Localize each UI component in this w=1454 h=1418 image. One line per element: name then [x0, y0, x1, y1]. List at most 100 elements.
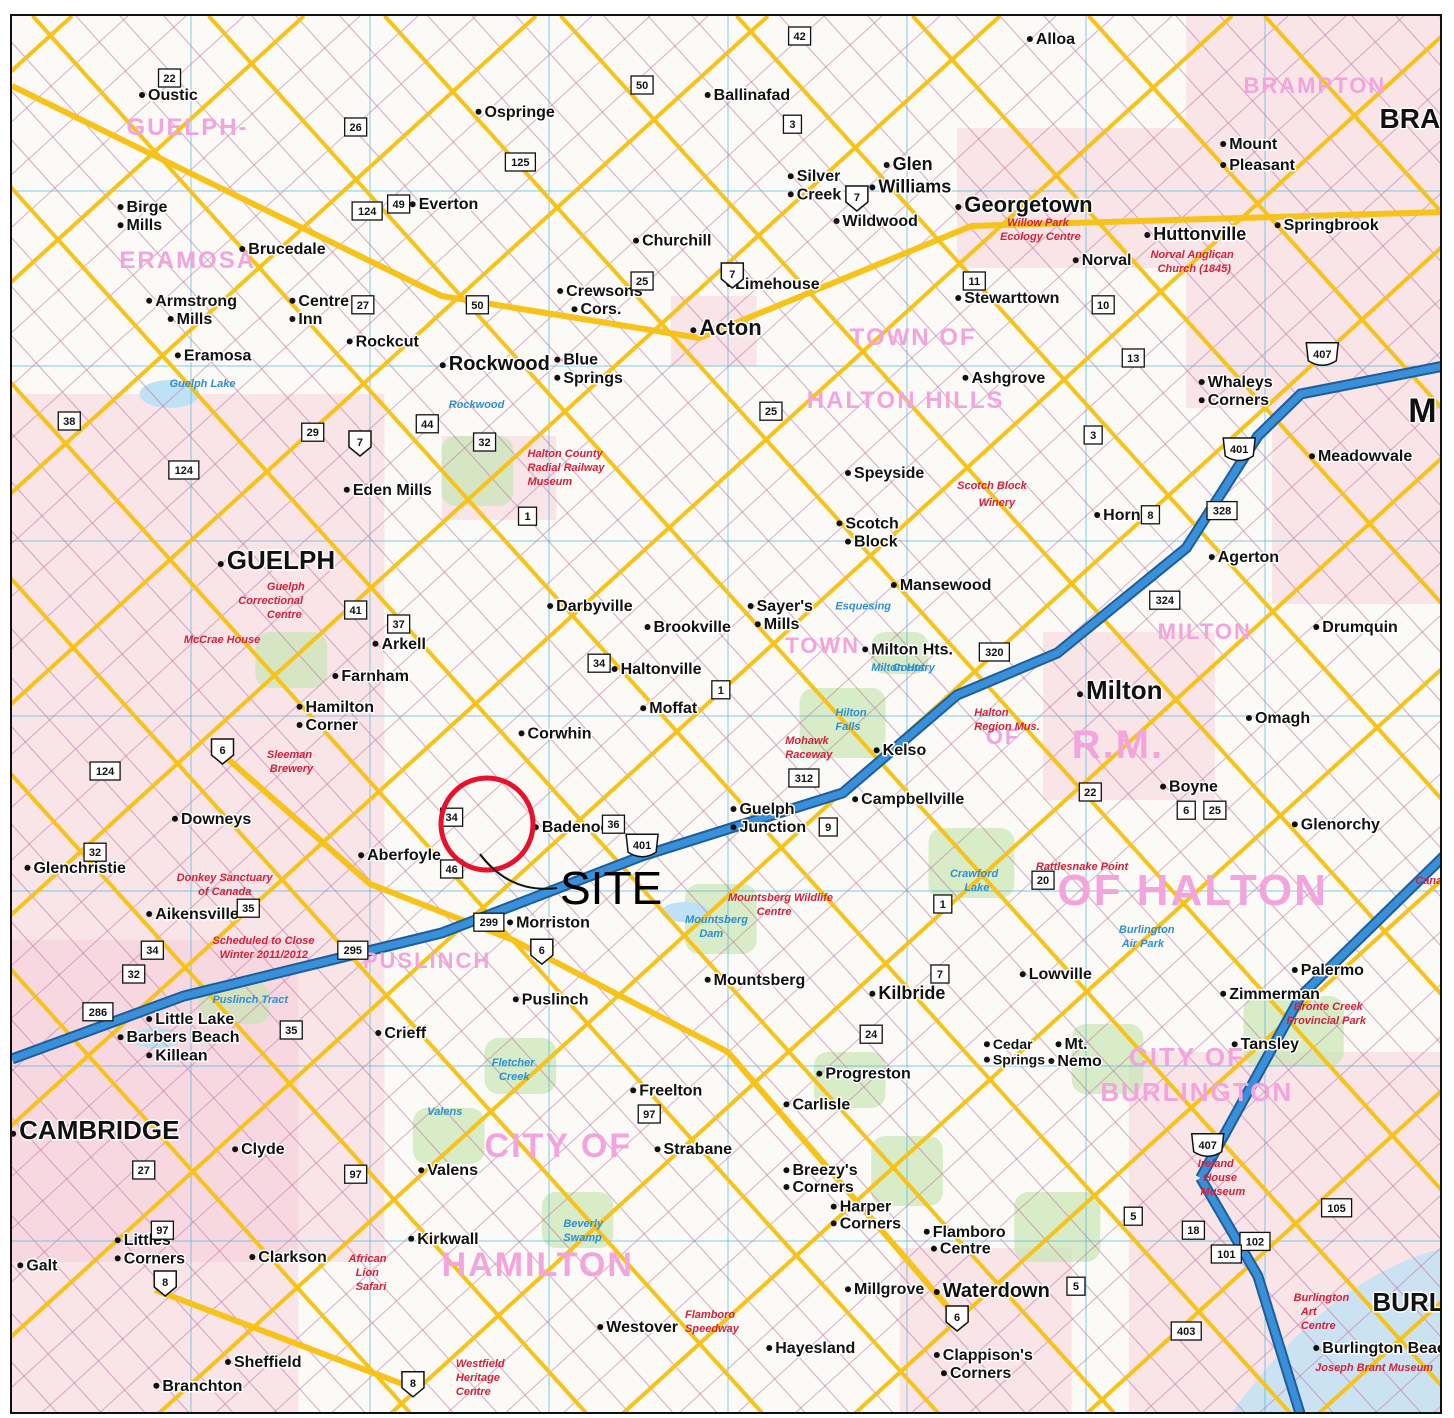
place-label[interactable]: Huttonville — [1153, 224, 1246, 244]
place-label[interactable]: Agerton — [1218, 549, 1279, 566]
place-label[interactable]: Omagh — [1255, 710, 1310, 727]
place-label[interactable]: Churchill — [642, 233, 711, 250]
place-label[interactable]: Rockwood — [449, 353, 550, 375]
place-label[interactable]: Acton — [699, 315, 761, 340]
place-label[interactable]: Glenorchy — [1301, 816, 1380, 833]
place-label[interactable]: Kelso — [883, 742, 927, 759]
place-label[interactable]: Pleasant — [1229, 157, 1295, 174]
place-label[interactable]: Puslinch — [522, 991, 589, 1008]
place-label[interactable]: Glen — [893, 154, 933, 174]
place-label[interactable]: Progreston — [825, 1066, 910, 1083]
place-label[interactable]: Kilbride — [878, 983, 945, 1003]
place-label[interactable]: Haltonville — [621, 661, 702, 678]
place-label[interactable]: Moffat — [649, 700, 698, 717]
place-label[interactable]: Harper — [840, 1199, 892, 1216]
place-label[interactable]: Centre — [940, 1241, 991, 1258]
place-label[interactable]: Campbellville — [861, 791, 964, 808]
place-label[interactable]: GUELPH — [227, 545, 335, 575]
place-label[interactable]: Rockcut — [356, 333, 420, 350]
place-label[interactable]: Meadowvale — [1318, 448, 1412, 465]
place-label[interactable]: Corners — [840, 1215, 901, 1232]
place-label[interactable]: Freelton — [639, 1082, 702, 1099]
place-label[interactable]: Whaleys — [1208, 374, 1273, 391]
city-label[interactable]: BRA — [1380, 103, 1441, 134]
place-label[interactable]: Junction — [739, 819, 806, 836]
place-label[interactable]: Clyde — [241, 1141, 285, 1158]
place-label[interactable]: Flamboro — [933, 1224, 1006, 1241]
place-label[interactable]: Mount — [1229, 136, 1278, 153]
place-label[interactable]: Hayesland — [775, 1340, 855, 1357]
place-label[interactable]: Sayer's — [757, 598, 813, 615]
city-label[interactable]: BURL — [1372, 1287, 1442, 1317]
place-label[interactable]: Clappison's — [943, 1347, 1033, 1364]
place-label[interactable]: Norval — [1082, 252, 1132, 269]
place-label[interactable]: Galt — [26, 1257, 58, 1274]
place-label[interactable]: Milton Hts. — [871, 641, 953, 658]
place-label[interactable]: Branchton — [162, 1378, 242, 1395]
place-label[interactable]: Brucedale — [248, 241, 325, 258]
place-label[interactable]: Crewsons — [566, 283, 643, 300]
place-label[interactable]: Morriston — [516, 914, 590, 931]
place-label[interactable]: Cedar — [993, 1036, 1033, 1052]
place-label[interactable]: Downeys — [181, 811, 251, 828]
place-label[interactable]: CAMBRIDGE — [19, 1115, 179, 1145]
place-label[interactable]: Tansley — [1241, 1036, 1300, 1053]
place-label[interactable]: Oustic — [148, 87, 198, 104]
place-label[interactable]: Strabane — [664, 1141, 733, 1158]
place-label[interactable]: Eden Mills — [353, 482, 432, 499]
place-label[interactable]: Sheffield — [234, 1354, 302, 1371]
place-label[interactable]: Zimmerman — [1229, 986, 1320, 1003]
place-label[interactable]: Aberfoyle — [367, 847, 441, 864]
place-label[interactable]: Stewarttown — [964, 290, 1059, 307]
place-label[interactable]: Crieff — [384, 1025, 426, 1042]
place-label[interactable]: Corwhin — [528, 725, 592, 742]
place-label[interactable]: Georgetown — [964, 192, 1092, 217]
place-label[interactable]: Speyside — [854, 465, 924, 482]
place-label[interactable]: Alloa — [1036, 31, 1075, 48]
place-label[interactable]: Millgrove — [854, 1281, 924, 1298]
place-label[interactable]: Ospringe — [485, 104, 555, 121]
place-label[interactable]: Corners — [792, 1179, 853, 1196]
place-label[interactable]: Arkell — [381, 636, 425, 653]
place-label[interactable]: Everton — [419, 196, 479, 213]
place-label[interactable]: Valens — [427, 1162, 478, 1179]
place-label[interactable]: Mills — [764, 616, 800, 633]
place-label[interactable]: Milton — [1086, 675, 1163, 705]
place-label[interactable]: Block — [854, 534, 898, 551]
place-label[interactable]: Clarkson — [258, 1249, 326, 1266]
place-label[interactable]: Waterdown — [943, 1280, 1050, 1302]
place-label[interactable]: Breezy's — [792, 1162, 857, 1179]
place-label[interactable]: Mountsberg — [714, 972, 806, 989]
place-label[interactable]: Blue — [563, 352, 598, 369]
place-label[interactable]: Aikensville — [155, 906, 239, 923]
place-label[interactable]: Barbers Beach — [127, 1029, 240, 1046]
place-label[interactable]: Birge — [127, 199, 168, 216]
place-label[interactable]: Mansewood — [900, 577, 992, 594]
place-label[interactable]: Silver — [797, 168, 841, 185]
place-label[interactable]: Darbyville — [556, 598, 633, 615]
place-label[interactable]: Creek — [797, 186, 842, 203]
place-label[interactable]: Palermo — [1301, 962, 1364, 979]
place-label[interactable]: Mills — [127, 217, 163, 234]
place-label[interactable]: Guelph — [739, 801, 794, 818]
place-label[interactable]: Corner — [306, 717, 358, 734]
place-label[interactable]: Farnham — [341, 668, 409, 685]
place-label[interactable]: Springbrook — [1284, 217, 1379, 234]
place-label[interactable]: Limehouse — [735, 276, 820, 293]
place-label[interactable]: Brookville — [654, 619, 731, 636]
place-label[interactable]: Hamilton — [306, 699, 374, 716]
place-label[interactable]: Corners — [950, 1365, 1011, 1382]
place-label[interactable]: Westover — [606, 1319, 678, 1336]
place-label[interactable]: Glenchristie — [33, 860, 126, 877]
place-label[interactable]: Little Lake — [155, 1011, 234, 1028]
place-label[interactable]: Mills — [177, 311, 213, 328]
place-label[interactable]: Nemo — [1057, 1053, 1102, 1070]
place-label[interactable]: Burlington Beach — [1322, 1340, 1442, 1357]
place-label[interactable]: Boyne — [1169, 779, 1218, 796]
place-label[interactable]: Scotch — [845, 515, 898, 532]
place-label[interactable]: Eramosa — [184, 347, 252, 364]
place-label[interactable]: Inn — [298, 311, 322, 328]
place-label[interactable]: Williams — [878, 176, 951, 196]
place-label[interactable]: Armstrong — [155, 293, 237, 310]
